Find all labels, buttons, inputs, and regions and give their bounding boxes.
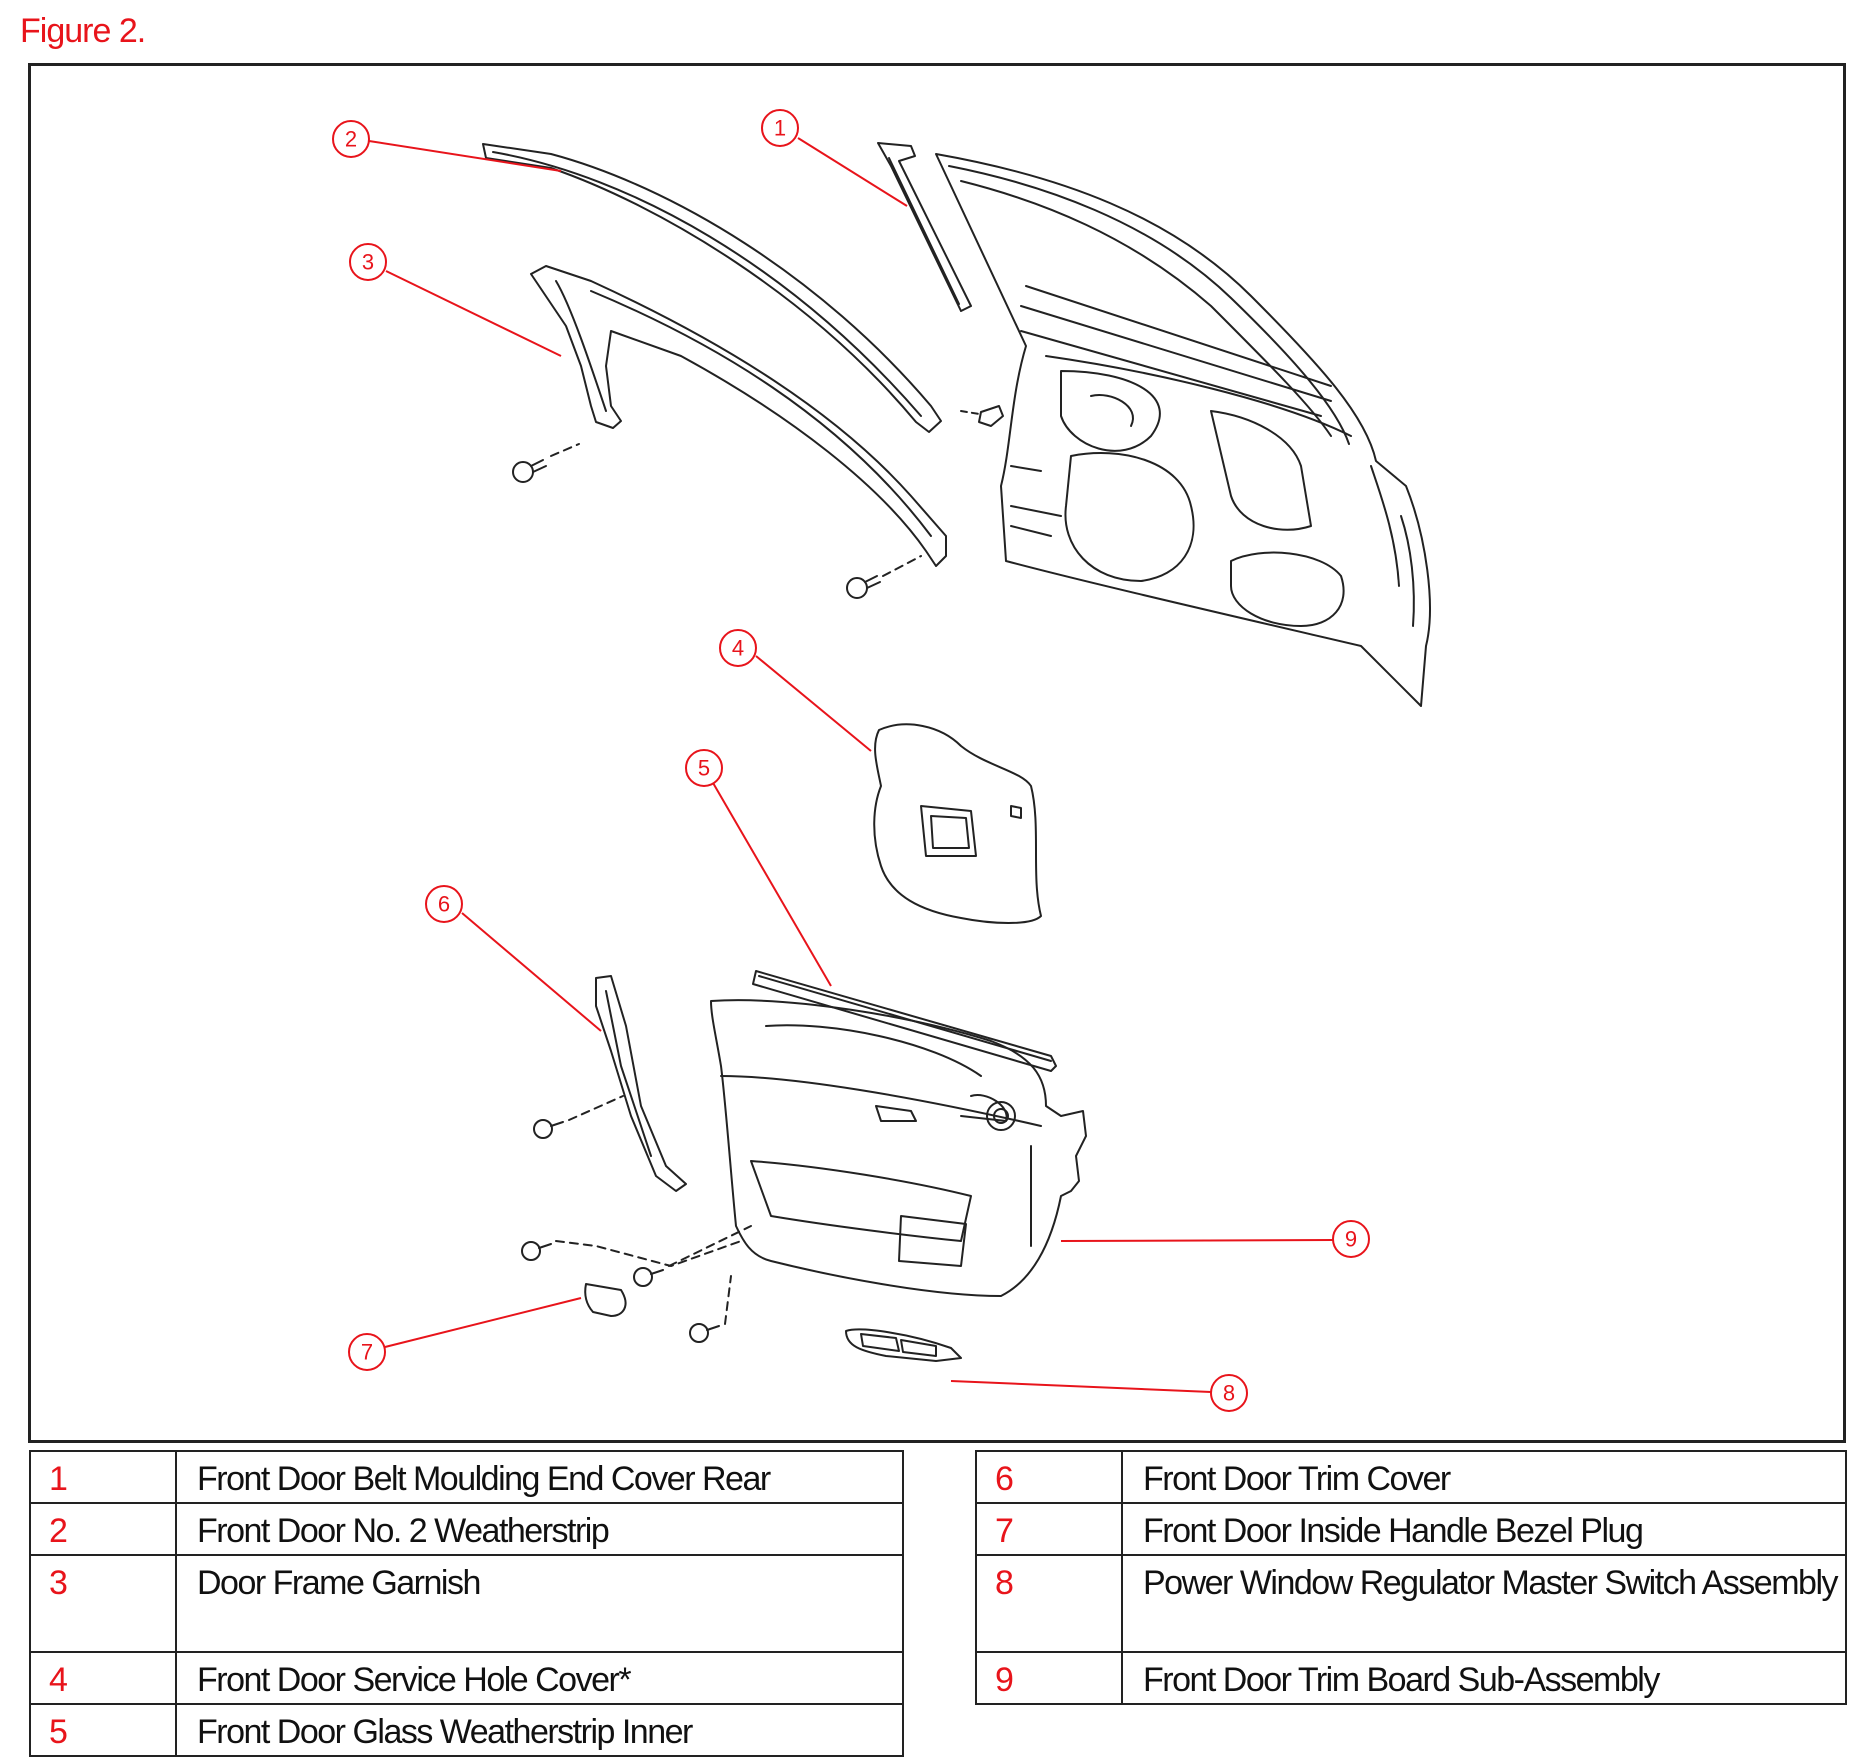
legend-number: 5 <box>29 1703 177 1757</box>
legend-part-name: Front Door Trim Board Sub-Assembly <box>1121 1651 1847 1705</box>
svg-text:3: 3 <box>362 250 374 275</box>
part-glass-weatherstrip-inner <box>752 970 1057 1072</box>
callout-3: 3 <box>349 243 387 281</box>
callout-circles: 1 2 3 4 5 6 7 <box>332 109 1370 1412</box>
callout-4: 4 <box>719 629 757 667</box>
legend-row: 8 Power Window Regulator Master Switch A… <box>975 1554 1847 1653</box>
callout-8: 8 <box>1210 1374 1248 1412</box>
legend-number: 4 <box>29 1651 177 1705</box>
legend-row: 7 Front Door Inside Handle Bezel Plug <box>975 1502 1847 1556</box>
svg-text:5: 5 <box>698 756 710 781</box>
legend-row: 6 Front Door Trim Cover <box>975 1450 1847 1504</box>
clip-group-upper <box>512 405 1004 599</box>
leader-lines <box>368 137 1334 1393</box>
callout-5: 5 <box>685 749 723 787</box>
legend-part-name: Front Door Belt Moulding End Cover Rear <box>175 1450 904 1504</box>
svg-text:4: 4 <box>732 636 744 661</box>
legend-row: 4 Front Door Service Hole Cover* <box>29 1651 904 1705</box>
callout-9: 9 <box>1332 1220 1370 1258</box>
legend-number: 3 <box>29 1554 177 1653</box>
legend-part-name: Door Frame Garnish <box>175 1554 904 1653</box>
part-belt-moulding-end-cover <box>877 142 972 312</box>
legend-part-name: Front Door Service Hole Cover* <box>175 1651 904 1705</box>
part-no2-weatherstrip <box>482 143 942 433</box>
legend-row: 3 Door Frame Garnish <box>29 1554 904 1653</box>
part-bezel-plug <box>584 1283 627 1317</box>
part-trim-cover <box>595 975 687 1192</box>
part-master-switch <box>845 1328 962 1362</box>
legend-row: 9 Front Door Trim Board Sub-Assembly <box>975 1651 1847 1705</box>
svg-text:9: 9 <box>1345 1227 1357 1252</box>
part-service-hole-cover <box>873 723 1042 924</box>
legend-row: 5 Front Door Glass Weatherstrip Inner <box>29 1703 904 1757</box>
parts-legend-left: 1 Front Door Belt Moulding End Cover Rea… <box>29 1450 904 1757</box>
callout-1: 1 <box>761 109 799 147</box>
svg-text:1: 1 <box>774 116 786 141</box>
svg-text:2: 2 <box>345 127 357 152</box>
legend-part-name: Front Door No. 2 Weatherstrip <box>175 1502 904 1556</box>
legend-part-name: Power Window Regulator Master Switch Ass… <box>1121 1554 1847 1653</box>
callout-7: 7 <box>348 1333 386 1371</box>
legend-number: 8 <box>975 1554 1123 1653</box>
legend-number: 6 <box>975 1450 1123 1504</box>
exploded-view-drawing: 1 2 3 4 5 6 7 <box>332 109 1431 1412</box>
legend-number: 2 <box>29 1502 177 1556</box>
exploded-diagram: 1 2 3 4 5 6 7 <box>28 63 1846 1443</box>
legend-part-name: Front Door Inside Handle Bezel Plug <box>1121 1502 1847 1556</box>
figure-title: Figure 2. <box>20 12 146 50</box>
legend-number: 7 <box>975 1502 1123 1556</box>
clip-group-lower <box>521 1095 752 1343</box>
callout-6: 6 <box>425 885 463 923</box>
part-door-frame-garnish <box>530 265 947 567</box>
legend-row: 2 Front Door No. 2 Weatherstrip <box>29 1502 904 1556</box>
legend-part-name: Front Door Glass Weatherstrip Inner <box>175 1703 904 1757</box>
parts-legend-right: 6 Front Door Trim Cover 7 Front Door Ins… <box>975 1450 1847 1705</box>
callout-2: 2 <box>332 120 370 158</box>
door-shell <box>935 153 1431 707</box>
legend-part-name: Front Door Trim Cover <box>1121 1450 1847 1504</box>
legend-row: 1 Front Door Belt Moulding End Cover Rea… <box>29 1450 904 1504</box>
svg-text:7: 7 <box>361 1340 373 1365</box>
svg-text:8: 8 <box>1223 1381 1235 1406</box>
part-trim-board <box>710 999 1087 1297</box>
legend-number: 1 <box>29 1450 177 1504</box>
legend-number: 9 <box>975 1651 1123 1705</box>
svg-text:6: 6 <box>438 892 450 917</box>
